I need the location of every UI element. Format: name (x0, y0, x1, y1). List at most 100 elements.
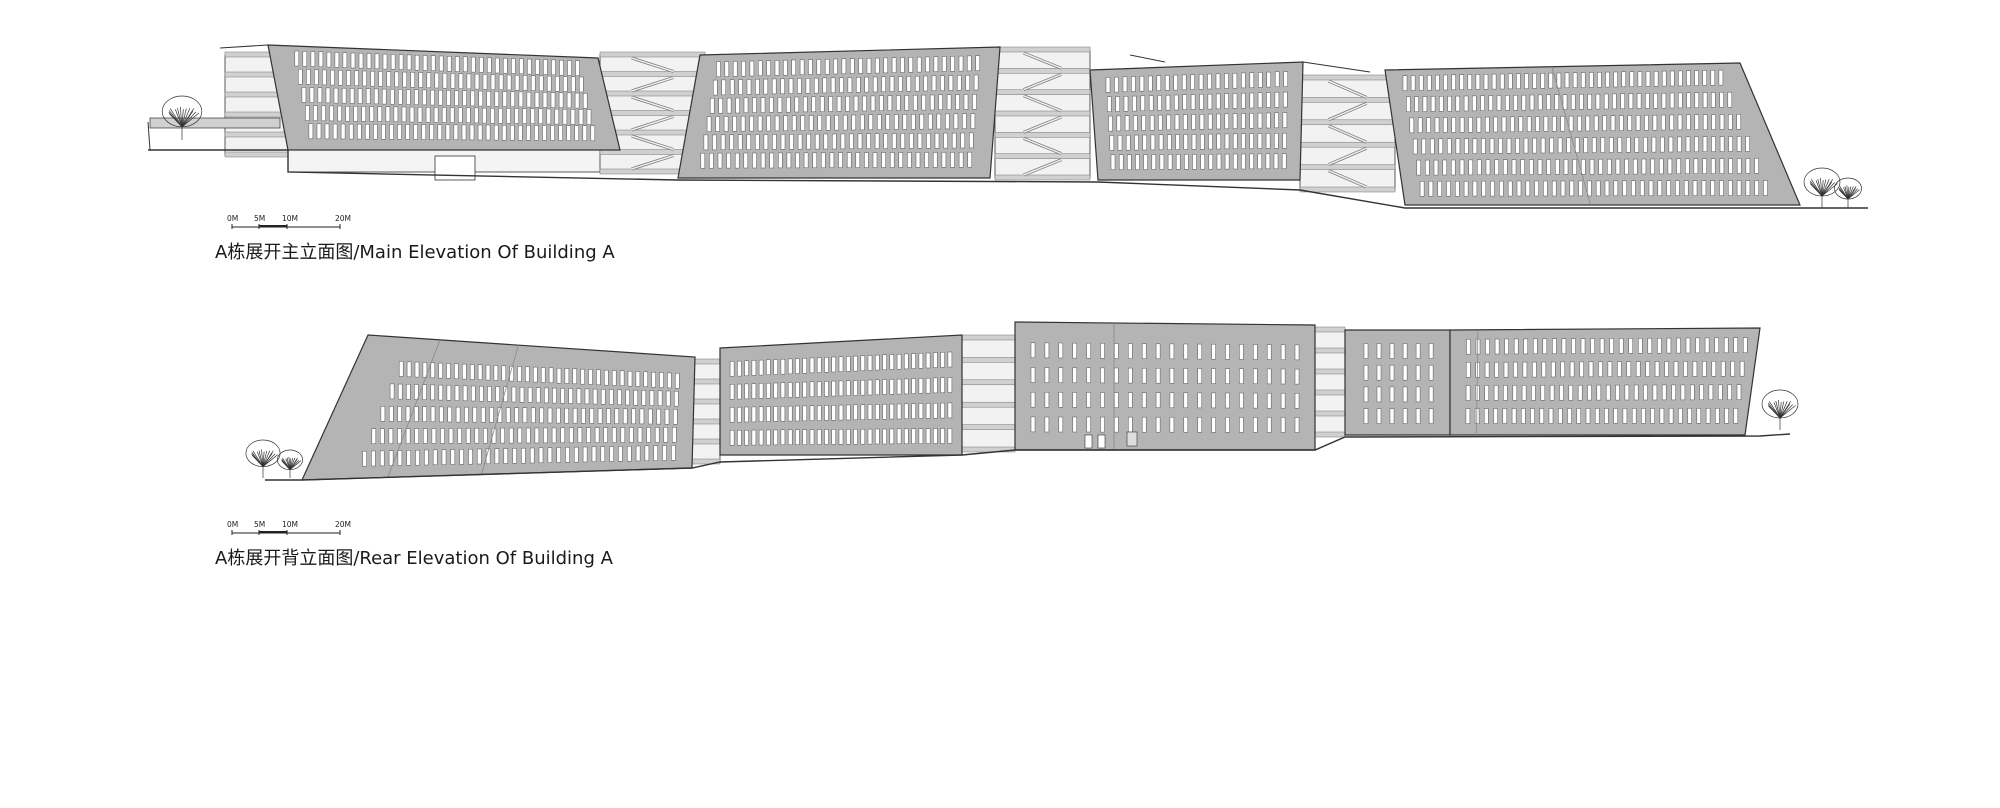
window (962, 113, 967, 129)
window (397, 124, 402, 140)
window (822, 77, 827, 94)
window (357, 123, 362, 140)
window (744, 429, 749, 446)
window (357, 88, 363, 104)
rear-connector-3-slab (1314, 389, 1346, 396)
window (371, 450, 376, 467)
window (497, 407, 503, 423)
window (1555, 159, 1560, 175)
window (1685, 337, 1691, 354)
window (1389, 408, 1395, 424)
window (564, 407, 569, 424)
window (519, 386, 525, 403)
window (1624, 384, 1630, 401)
window (1496, 95, 1502, 111)
window (398, 89, 403, 105)
window (340, 123, 346, 140)
window (718, 97, 723, 114)
window (1626, 137, 1631, 153)
window (758, 60, 763, 77)
window (1117, 135, 1123, 151)
window (931, 75, 937, 92)
window (1637, 71, 1643, 87)
window (1626, 361, 1632, 377)
window (1701, 180, 1707, 196)
main-connector-1-slab (599, 51, 706, 58)
window (963, 94, 969, 110)
window (1198, 74, 1204, 90)
main-connector-2-stair (1023, 73, 1062, 91)
window (846, 404, 851, 421)
window (1736, 158, 1742, 174)
window (1708, 384, 1714, 401)
window (1215, 93, 1221, 110)
window (833, 58, 838, 75)
window (1548, 72, 1554, 89)
window (803, 152, 809, 169)
window (1668, 136, 1674, 153)
window (1459, 159, 1465, 176)
window (502, 91, 508, 107)
window (348, 123, 354, 140)
window (526, 125, 531, 141)
window (1580, 72, 1586, 88)
window (1100, 343, 1105, 359)
window (1680, 384, 1686, 401)
window (1736, 136, 1742, 152)
window (1506, 138, 1512, 154)
window (795, 405, 800, 422)
tree-branch (177, 108, 183, 127)
window (302, 51, 308, 67)
window (1114, 343, 1119, 359)
window (430, 89, 435, 106)
window (700, 152, 706, 169)
window (746, 134, 751, 150)
window (1669, 114, 1674, 131)
window (371, 428, 377, 444)
window (1148, 95, 1154, 111)
window (442, 72, 448, 89)
window (853, 404, 858, 421)
tree (1761, 389, 1799, 430)
window (1683, 180, 1689, 196)
window (432, 449, 438, 466)
window (766, 115, 771, 132)
window (1633, 158, 1638, 175)
window (1044, 342, 1050, 359)
window (526, 427, 531, 444)
window (1274, 71, 1280, 88)
main-roofline (1129, 54, 1166, 63)
window (1613, 408, 1618, 424)
window (752, 97, 757, 113)
window (1232, 113, 1238, 129)
window (1133, 115, 1138, 131)
window (1699, 384, 1704, 401)
window (1661, 92, 1667, 109)
window (786, 96, 791, 113)
window (487, 57, 492, 73)
window (758, 359, 764, 376)
rear-connector-2-slab (961, 401, 1016, 408)
window (763, 78, 769, 95)
window (1158, 134, 1164, 151)
window (737, 383, 742, 400)
window (715, 116, 720, 132)
window (855, 152, 861, 168)
main-connector-1-slab (599, 90, 706, 97)
window (849, 133, 854, 150)
window (737, 406, 742, 423)
window (576, 388, 582, 404)
tree-branch (1811, 179, 1823, 197)
main-connector-2-slab (994, 89, 1091, 95)
main-connector-3-stair (1328, 80, 1367, 99)
window (744, 406, 749, 423)
window (454, 385, 460, 401)
window (1489, 138, 1495, 154)
window (924, 152, 929, 168)
window (1588, 361, 1594, 378)
window (1513, 361, 1518, 378)
window (896, 95, 901, 111)
window (572, 407, 578, 424)
window (596, 369, 601, 386)
window (1610, 115, 1616, 131)
